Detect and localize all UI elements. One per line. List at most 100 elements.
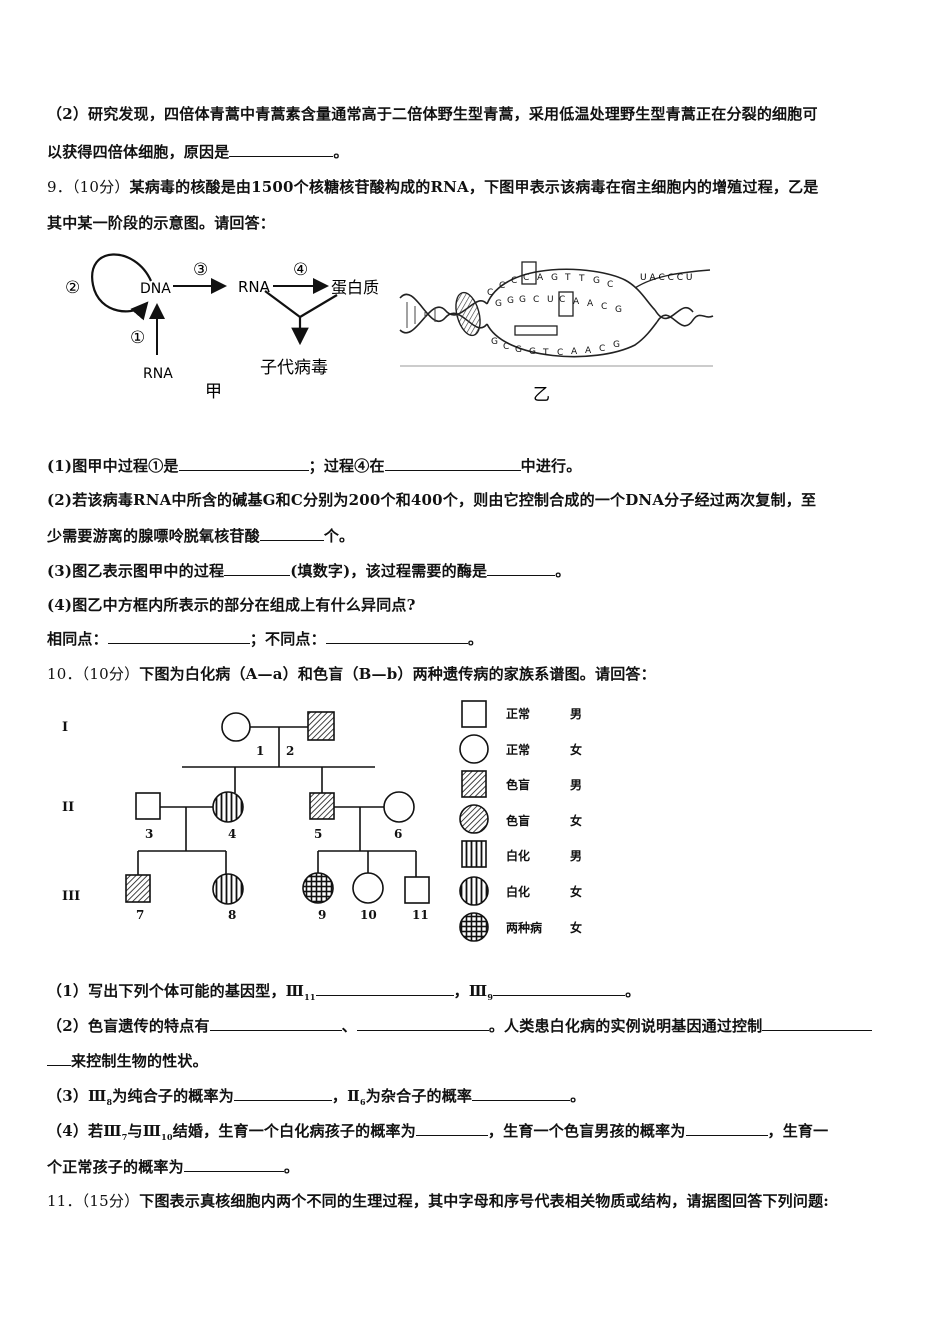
svg-text:T: T [578, 274, 585, 284]
label-offspring: 子代病毒 [260, 358, 328, 378]
q9-p2a: (2)若该病毒RNA中所含的碱基G和C分别为200个和400个，则由它控制合成的… [47, 491, 817, 509]
answer-blank[interactable] [259, 526, 324, 541]
individual-II3 [135, 792, 161, 820]
answer-blank[interactable] [47, 1051, 71, 1066]
answer-blank[interactable] [178, 456, 309, 471]
label-dna: DNA [140, 281, 171, 297]
replication-loop-arrow [91, 253, 153, 321]
answer-blank[interactable] [415, 1121, 488, 1136]
q10-p4: （4）若Ⅲ7与Ⅲ10结婚，生育一个白化病孩子的概率为，生育一个色盲男孩的概率为，… [47, 1121, 829, 1142]
svg-text:C: C [499, 281, 505, 291]
answer-blank[interactable] [224, 561, 291, 576]
svg-text:C: C [557, 348, 563, 358]
svg-text:C: C [511, 276, 517, 286]
svg-text:C: C [607, 280, 613, 290]
svg-text:色盲: 色盲 [506, 813, 530, 828]
legend-albino-male [461, 840, 487, 868]
answer-blank[interactable] [183, 1157, 284, 1172]
rna-box [558, 291, 574, 317]
answer-blank[interactable] [493, 981, 626, 996]
legend-normal-female [459, 734, 489, 764]
svg-text:G: G [551, 273, 558, 283]
q10-p1: （1）写出下列个体可能的基因型，Ⅲ11，Ⅲ9。 [47, 981, 641, 1002]
figure-jia: ② DNA ③ RNA ④ 蛋白质 子代病毒 ① RNA 甲 [65, 253, 379, 402]
answer-blank[interactable] [356, 1016, 489, 1031]
svg-text:G: G [491, 337, 498, 347]
answer-blank[interactable] [325, 629, 468, 644]
gen-label: I [62, 720, 68, 735]
svg-text:白化: 白化 [506, 884, 530, 899]
individual-II4 [212, 791, 244, 823]
individual-II5 [309, 792, 335, 820]
svg-text:C: C [559, 295, 565, 305]
svg-text:A: A [537, 273, 544, 283]
gen-label: III [62, 889, 80, 904]
legend-albino-female [459, 876, 489, 906]
id-11: 11 [412, 908, 429, 922]
individual-III9 [302, 872, 334, 904]
svg-text:A: A [587, 299, 594, 309]
svg-text:G: G [615, 305, 622, 315]
svg-text:C: C [599, 344, 605, 354]
pedigree-chart: I II III 1 2 3 [62, 700, 582, 942]
gen-label: II [62, 800, 74, 815]
svg-text:G: G [529, 347, 536, 357]
label-rna-mid: RNA [238, 278, 271, 296]
id-9: 9 [318, 908, 326, 922]
svg-text:T: T [564, 273, 571, 283]
svg-text:C: C [503, 342, 509, 352]
answer-blank[interactable] [233, 1086, 332, 1101]
svg-text:C: C [487, 288, 493, 298]
legend-colorblind-female [459, 804, 489, 834]
id-1: 1 [256, 744, 264, 758]
rna-tail: U A C C C U [640, 273, 693, 283]
svg-text:C: C [533, 295, 539, 305]
svg-text:两种病: 两种病 [506, 920, 542, 935]
answer-blank[interactable] [209, 1016, 342, 1031]
answer-blank[interactable] [685, 1121, 768, 1136]
answer-blank[interactable] [315, 981, 454, 996]
q9-intro2: 其中某一阶段的示意图。请回答： [47, 214, 276, 232]
q8-line1: （2）研究发现，四倍体青蒿中青蒿素含量通常高于二倍体野生型青蒿，采用低温处理野生… [47, 105, 818, 123]
q10-p2-cont: 来控制生物的性状。 [47, 1050, 208, 1071]
answer-blank[interactable] [107, 629, 250, 644]
answer-blank[interactable] [384, 456, 521, 471]
svg-text:A: A [571, 347, 578, 357]
svg-text:正常: 正常 [506, 742, 530, 757]
individual-III8 [212, 873, 244, 905]
individual-III10 [352, 872, 384, 904]
answer-blank[interactable] [762, 1016, 873, 1031]
q10-p2: （2）色盲遗传的特点有、。人类患白化病的实例说明基因通过控制 [47, 1015, 873, 1036]
label-protein: 蛋白质 [331, 278, 379, 297]
template-box [514, 325, 558, 336]
answer-blank[interactable] [229, 142, 334, 157]
q10-p3: （3）Ⅲ8为纯合子的概率为，Ⅱ6为杂合子的概率。 [47, 1086, 586, 1107]
id-3: 3 [145, 827, 153, 841]
svg-text:女: 女 [570, 884, 582, 899]
figure-yi: U A C C C U C C C C A G T T G C G G G C … [399, 261, 714, 405]
id-10: 10 [360, 908, 377, 922]
label-c4: ④ [293, 260, 308, 280]
q9-p5: 相同点：；不同点：。 [47, 629, 484, 648]
answer-blank[interactable] [472, 1086, 571, 1101]
q9-p1: (1)图甲中过程①是；过程④在中进行。 [47, 456, 582, 475]
individual-I2 [307, 711, 335, 741]
answer-blank[interactable] [487, 561, 556, 576]
label-c1: ① [130, 328, 145, 348]
q10-p4-cont: 个正常孩子的概率为。 [47, 1157, 300, 1176]
dna-box [521, 261, 537, 285]
id-6: 6 [394, 827, 402, 841]
svg-text:G: G [519, 295, 526, 305]
individual-III7 [125, 874, 151, 903]
individual-II6 [383, 791, 415, 823]
svg-text:男: 男 [570, 707, 582, 721]
svg-text:男: 男 [570, 778, 582, 792]
label-rna-bottom: RNA [143, 366, 173, 382]
legend-colorblind-male [461, 770, 487, 798]
individual-I1 [221, 712, 251, 742]
label-c3: ③ [193, 260, 208, 280]
caption-yi: 乙 [533, 385, 550, 405]
q11-intro: 11．（15分）下图表示真核细胞内两个不同的生理过程，其中字母和序号代表相关物质… [47, 1192, 830, 1210]
label-c2: ② [65, 278, 80, 298]
svg-text:正常: 正常 [506, 706, 530, 721]
